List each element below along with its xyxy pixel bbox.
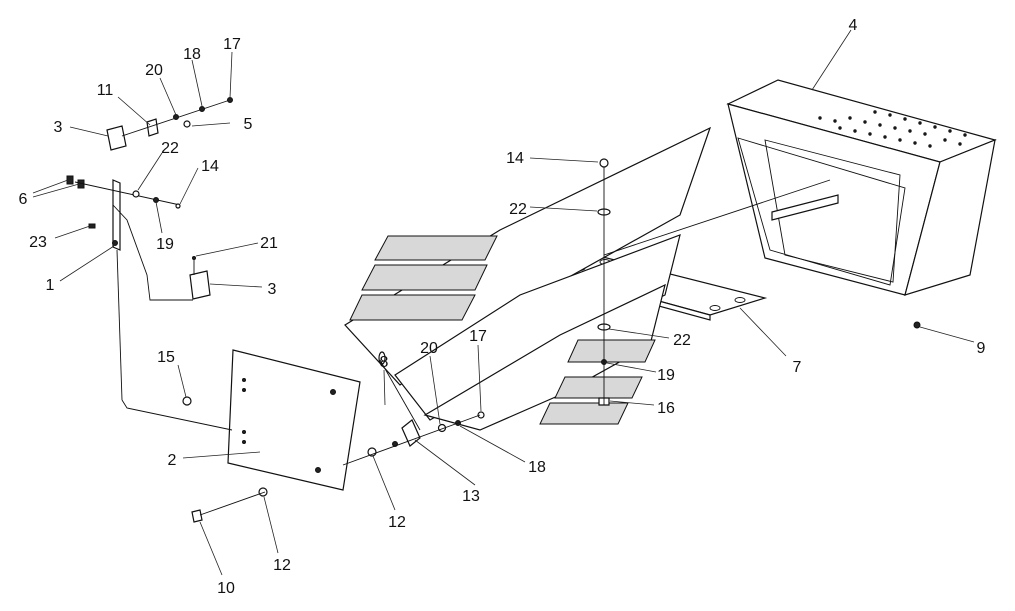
- callout-20-lower: 20: [420, 340, 438, 357]
- callout-7: 7: [793, 359, 802, 376]
- callout-4: 4: [849, 17, 858, 34]
- callout-10: 10: [217, 580, 235, 597]
- callout-19-right: 19: [657, 367, 675, 384]
- callout-1: 1: [46, 277, 55, 294]
- callout-21: 21: [260, 235, 278, 252]
- enclosure-vent-holes: [818, 110, 967, 148]
- callout-14-right: 14: [506, 150, 524, 167]
- callout-23: 23: [29, 234, 47, 251]
- callout-12-center: 12: [388, 514, 406, 531]
- enclosure-box-part-4: [726, 79, 997, 329]
- callout-22-upper: 22: [509, 201, 527, 218]
- callout-20-top: 20: [145, 62, 163, 79]
- callout-2: 2: [168, 452, 177, 469]
- callout-3-right: 3: [268, 281, 277, 298]
- decal-panels: [344, 126, 712, 431]
- callout-19-left: 19: [156, 236, 174, 253]
- callout-16: 16: [657, 400, 675, 417]
- latch-assembly-left: [66, 99, 233, 431]
- callout-3-top: 3: [54, 119, 63, 136]
- callout-5: 5: [244, 116, 253, 133]
- callout-6: 6: [19, 191, 28, 208]
- door-panel-part-2: [227, 349, 361, 491]
- callout-9: 9: [977, 340, 986, 357]
- callout-17-lower: 17: [469, 328, 487, 345]
- callout-labels: 4 17 18 20 11 5 3 22 14 6 19 23 21 1 3 1…: [19, 17, 986, 597]
- callout-17-top: 17: [223, 36, 241, 53]
- callout-11: 11: [97, 82, 114, 99]
- callout-18-top: 18: [183, 46, 201, 63]
- callout-14-left: 14: [201, 158, 219, 175]
- callout-15: 15: [157, 349, 175, 366]
- callout-22-left: 22: [161, 140, 179, 157]
- callout-18-lower: 18: [528, 459, 546, 476]
- leader-lines: [32, 29, 975, 576]
- callout-13: 13: [462, 488, 480, 505]
- callout-8: 8: [380, 354, 389, 371]
- callout-22-lower: 22: [673, 332, 691, 349]
- callout-12-left: 12: [273, 557, 291, 574]
